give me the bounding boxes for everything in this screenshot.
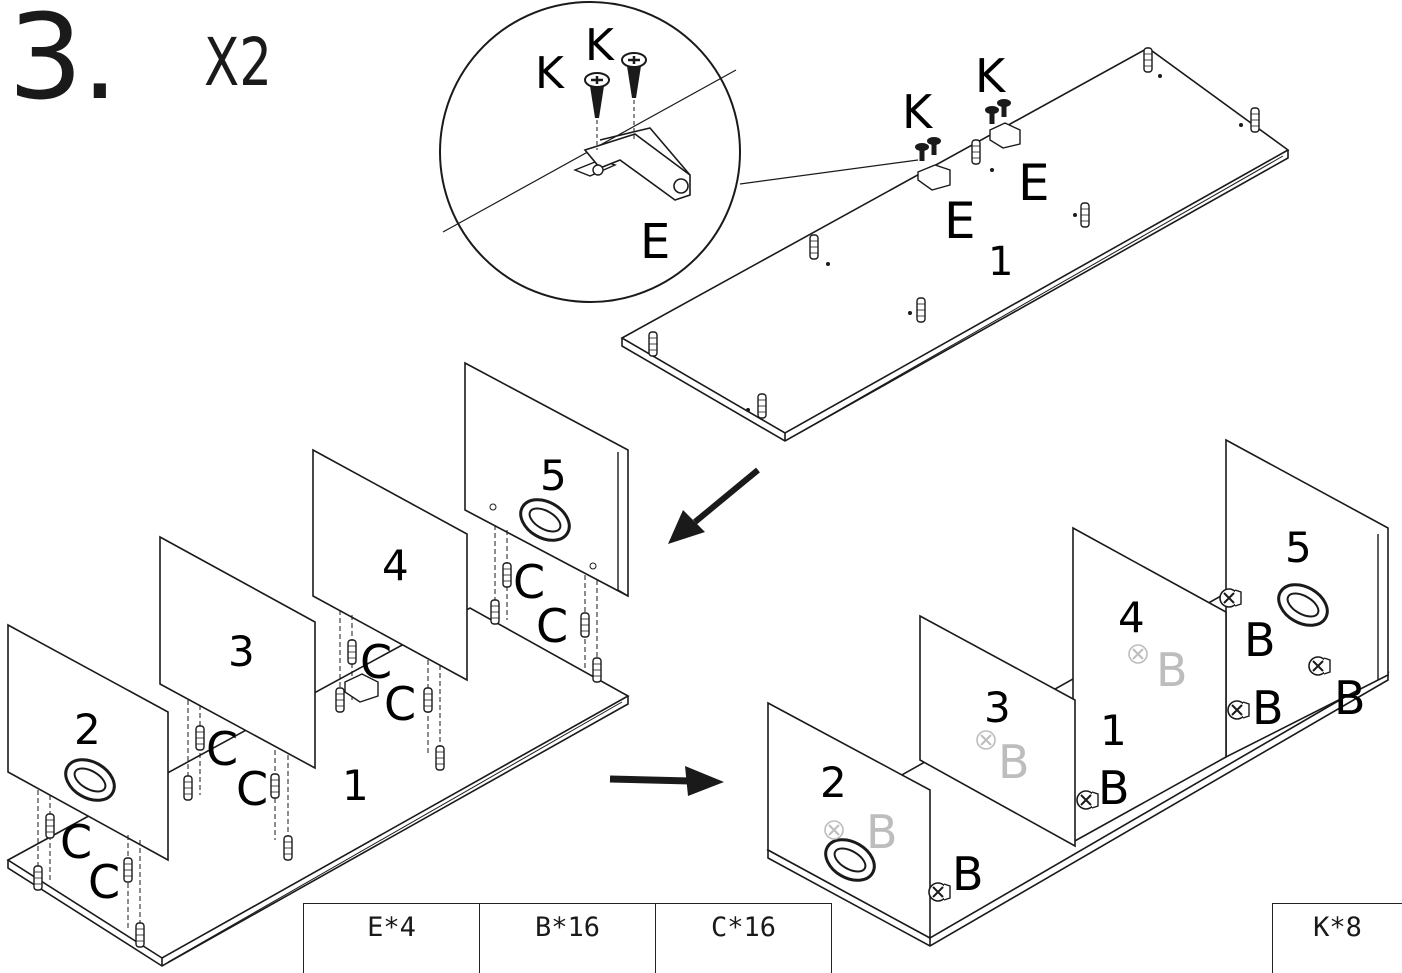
left-panel-3: 3 — [228, 627, 255, 676]
right-cam-label: B — [1252, 681, 1284, 735]
right-cam-label-ghost: B — [1156, 643, 1188, 697]
left-dowel-label: C — [384, 677, 416, 731]
top-label-e1: E — [944, 192, 976, 250]
right-assembly: 5 4 3 2 1 B B B B B B B B — [768, 440, 1388, 946]
right-cam-label-ghost: B — [866, 805, 898, 859]
right-cam-label: B — [1334, 671, 1366, 725]
right-panel-4: 4 — [1118, 593, 1145, 642]
part-e-count: E*4 — [304, 904, 480, 973]
parts-table-k: K*8 — [1272, 903, 1402, 973]
part-k-count: K*8 — [1273, 904, 1402, 973]
top-label-k1: K — [902, 85, 934, 139]
left-dowel-label: C — [88, 855, 120, 909]
right-cam-label-ghost: B — [998, 735, 1030, 789]
arrow-right-icon — [610, 766, 724, 796]
left-assembly: 1 5 4 3 2 — [8, 363, 628, 966]
left-base-label: 1 — [342, 761, 369, 810]
left-dowel-label: C — [236, 762, 268, 816]
right-panel-2: 2 — [820, 758, 847, 807]
right-cam-label: B — [1098, 761, 1130, 815]
right-base-label: 1 — [1100, 706, 1127, 755]
right-panel-3: 3 — [984, 683, 1011, 732]
left-panel-2: 2 — [74, 705, 101, 754]
top-label-e2: E — [1018, 154, 1050, 212]
inset-label-k-left: K — [535, 48, 565, 99]
part-b-count: B*16 — [480, 904, 656, 973]
left-dowel-label: C — [536, 599, 568, 653]
inset-label-k-right: K — [585, 20, 615, 71]
part-c-count: C*16 — [656, 904, 832, 973]
left-panel-4: 4 — [382, 541, 409, 590]
left-dowel-label: C — [206, 722, 238, 776]
top-label-k2: K — [975, 49, 1007, 103]
right-panel-5: 5 — [1285, 523, 1312, 572]
arrow-down-left-icon — [668, 470, 758, 544]
inset-label-e: E — [640, 214, 670, 270]
parts-table: E*4 B*16 C*16 — [303, 903, 832, 973]
left-panel-5: 5 — [540, 451, 567, 500]
right-cam-label: B — [1244, 613, 1276, 667]
top-label-panel-1: 1 — [988, 239, 1013, 285]
right-cam-label: B — [952, 847, 984, 901]
